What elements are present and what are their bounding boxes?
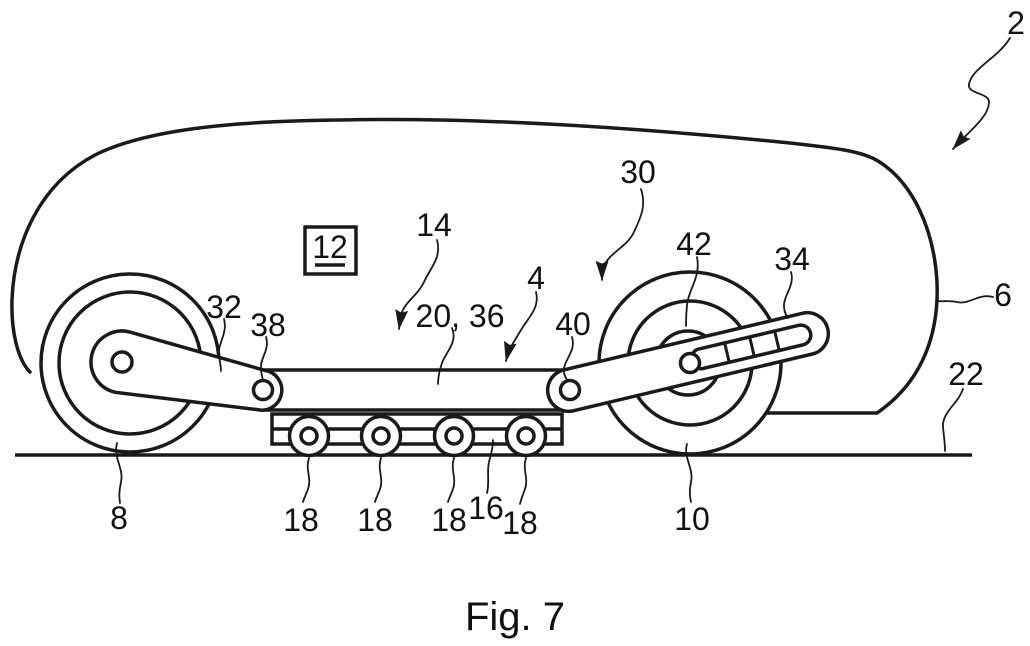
ref-label-34: 34 <box>774 241 810 277</box>
roller-hub <box>444 426 464 446</box>
rear-pivot-pin-40 <box>558 378 582 402</box>
ref-label-8: 8 <box>110 500 128 536</box>
ref-label-20-36: 20, 36 <box>416 298 505 334</box>
vehicle-body-outline <box>10 117 939 415</box>
leader-16 <box>486 439 494 494</box>
leader-18d <box>519 457 528 505</box>
rear-arm-slot-rungs <box>723 330 781 363</box>
front-pivot-pin-38 <box>251 378 275 402</box>
ref-label-12: 12 <box>312 229 348 265</box>
leader-34 <box>783 271 793 319</box>
leader-6 <box>936 295 994 304</box>
rear-arm-hub-pin-42 <box>678 351 702 375</box>
ref-label-30: 30 <box>620 154 656 190</box>
ref-label-32: 32 <box>206 289 242 325</box>
leader-30 <box>595 188 645 281</box>
ref-label-22: 22 <box>948 356 984 392</box>
ref-label-10: 10 <box>674 501 710 537</box>
leader-14 <box>395 239 440 330</box>
front-arm-hub-pin <box>110 350 134 374</box>
figure-caption: Fig. 7 <box>465 595 565 639</box>
leader-4 <box>503 291 538 362</box>
roller-hub <box>371 426 391 446</box>
ref-label-18d: 18 <box>502 505 538 541</box>
ref-label-2: 2 <box>1007 5 1025 41</box>
roller-hub <box>516 426 536 446</box>
ref-label-6: 6 <box>994 277 1012 313</box>
leader-8 <box>115 442 123 504</box>
track-beam <box>243 368 594 412</box>
ref-label-16: 16 <box>468 490 504 526</box>
leader-38 <box>260 336 268 381</box>
leader-18c <box>447 457 456 503</box>
leader-10 <box>685 443 693 503</box>
ref-label-38: 38 <box>250 307 286 343</box>
leader-32 <box>217 318 226 372</box>
leader-40 <box>562 336 574 381</box>
ref-label-18c: 18 <box>431 502 467 538</box>
roller-wheels <box>287 414 548 458</box>
front-swing-arm <box>89 329 284 412</box>
ref-label-42: 42 <box>676 226 712 262</box>
leader-18b <box>374 457 383 503</box>
roller-hub <box>299 426 319 446</box>
leader-22 <box>942 388 964 452</box>
ref-label-4: 4 <box>527 260 545 296</box>
leader-20-36 <box>437 327 455 385</box>
leader-42 <box>685 256 699 327</box>
leader-18a <box>302 457 311 503</box>
ref-12-box <box>303 225 358 276</box>
leader-2 <box>952 37 1011 150</box>
ref-label-14: 14 <box>416 207 452 243</box>
ref-label-40: 40 <box>555 306 591 342</box>
ref-label-18b: 18 <box>357 502 393 538</box>
ref-label-18a: 18 <box>283 502 319 538</box>
